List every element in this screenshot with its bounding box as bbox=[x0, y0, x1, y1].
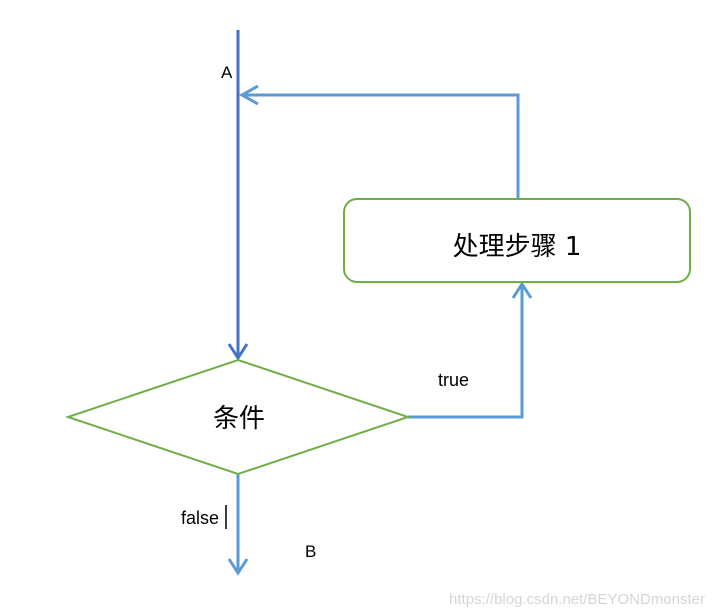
condition-diamond bbox=[64, 358, 412, 476]
loop-back-line bbox=[241, 93, 520, 198]
true-label: true bbox=[438, 370, 469, 390]
true-branch-line bbox=[408, 284, 524, 419]
watermark: https://blog.csdn.net/BEYONDmonster bbox=[449, 591, 705, 608]
label-a: A bbox=[221, 63, 233, 82]
process-step-box bbox=[343, 198, 691, 283]
false-branch-arrowhead bbox=[227, 558, 249, 576]
false-label: false bbox=[181, 508, 219, 528]
process-step-label: 处理步骤 1 bbox=[453, 232, 582, 262]
true-branch-arrowhead bbox=[511, 281, 533, 299]
main-entry-arrowhead bbox=[227, 343, 249, 361]
loop-back-arrowhead bbox=[238, 84, 259, 106]
label-b: B bbox=[305, 542, 316, 561]
condition-label: 条件 bbox=[213, 404, 265, 434]
